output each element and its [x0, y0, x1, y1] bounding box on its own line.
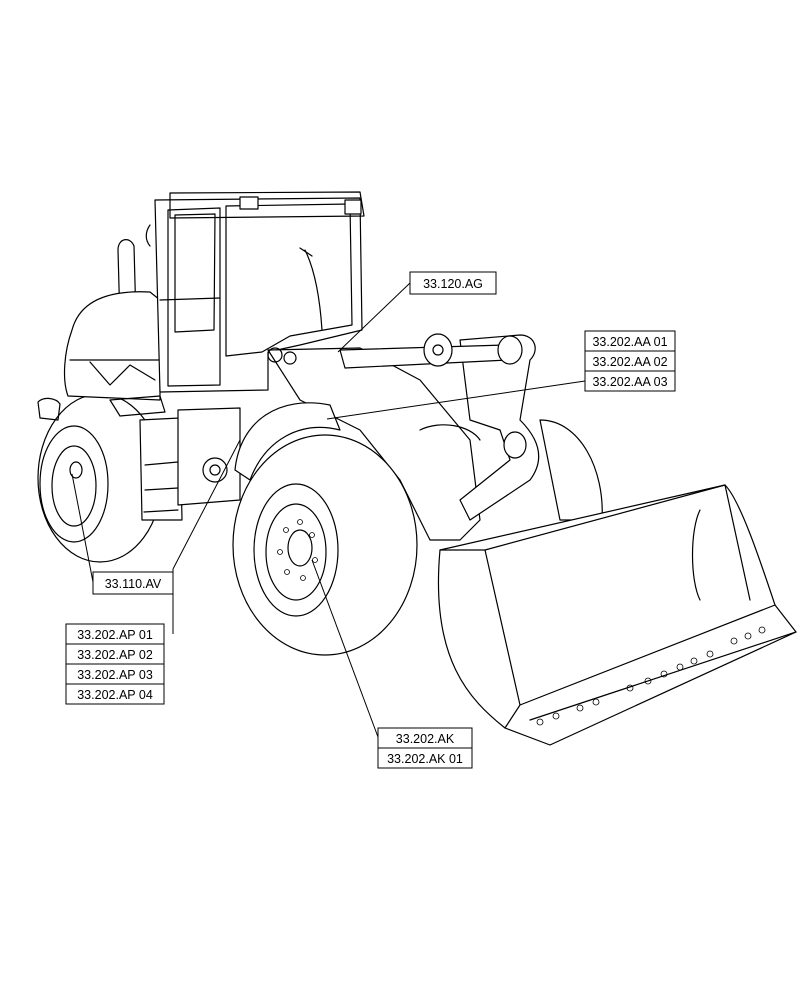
rear-fender-and-steps	[139, 407, 241, 521]
callout-33-202-ap-02: 33.202.AP 02	[77, 648, 153, 662]
callout-33-202-aa-03: 33.202.AA 03	[592, 375, 667, 389]
callout-33-202-aa[interactable]: 33.202.AA 01 33.202.AA 02 33.202.AA 03	[584, 330, 676, 392]
engine-hood	[37, 291, 166, 421]
bucket-teeth	[536, 626, 766, 726]
front-frame-and-lift-arm	[267, 333, 540, 541]
svg-text:33.120.AG: 33.120.AG	[423, 277, 483, 291]
callout-33-202-aa-03-box	[584, 370, 676, 392]
callout-33-120-ag[interactable]: 33.120.AG	[409, 271, 497, 295]
callout-33-202-ap-01: 33.202.AP 01	[77, 628, 153, 642]
operator-cab	[145, 191, 365, 393]
callout-33-110-av[interactable]: 33.110.AV	[92, 571, 174, 595]
callout-33-202-ak-01-box	[377, 747, 473, 769]
callout-33-202-ap-03: 33.202.AP 03	[77, 668, 153, 682]
callout-33-202-aa-02: 33.202.AA 02	[592, 355, 667, 369]
front-left-wheel	[232, 434, 418, 656]
callout-33-202-ak[interactable]: 33.202.AK 33.202.AK 01	[377, 727, 473, 769]
leader-lines	[71, 282, 586, 738]
svg-text:33.110.AV: 33.110.AV	[105, 577, 162, 591]
callout-33-202-ap[interactable]: 33.202.AP 01 33.202.AP 02 33.202.AP 03 3…	[65, 623, 165, 705]
rear-right-wheel	[539, 419, 603, 521]
callout-33-202-ap-04: 33.202.AP 04	[77, 688, 153, 702]
callout-33-202-ap-04-box	[65, 683, 165, 705]
wheel-lug-nuts	[277, 519, 318, 581]
callout-33-202-ak-01: 33.202.AK 01	[387, 752, 463, 766]
callout-33-202-ak-label: 33.202.AK	[396, 732, 455, 746]
callout-33-202-aa-01: 33.202.AA 01	[592, 335, 667, 349]
loader-bucket	[437, 484, 797, 746]
